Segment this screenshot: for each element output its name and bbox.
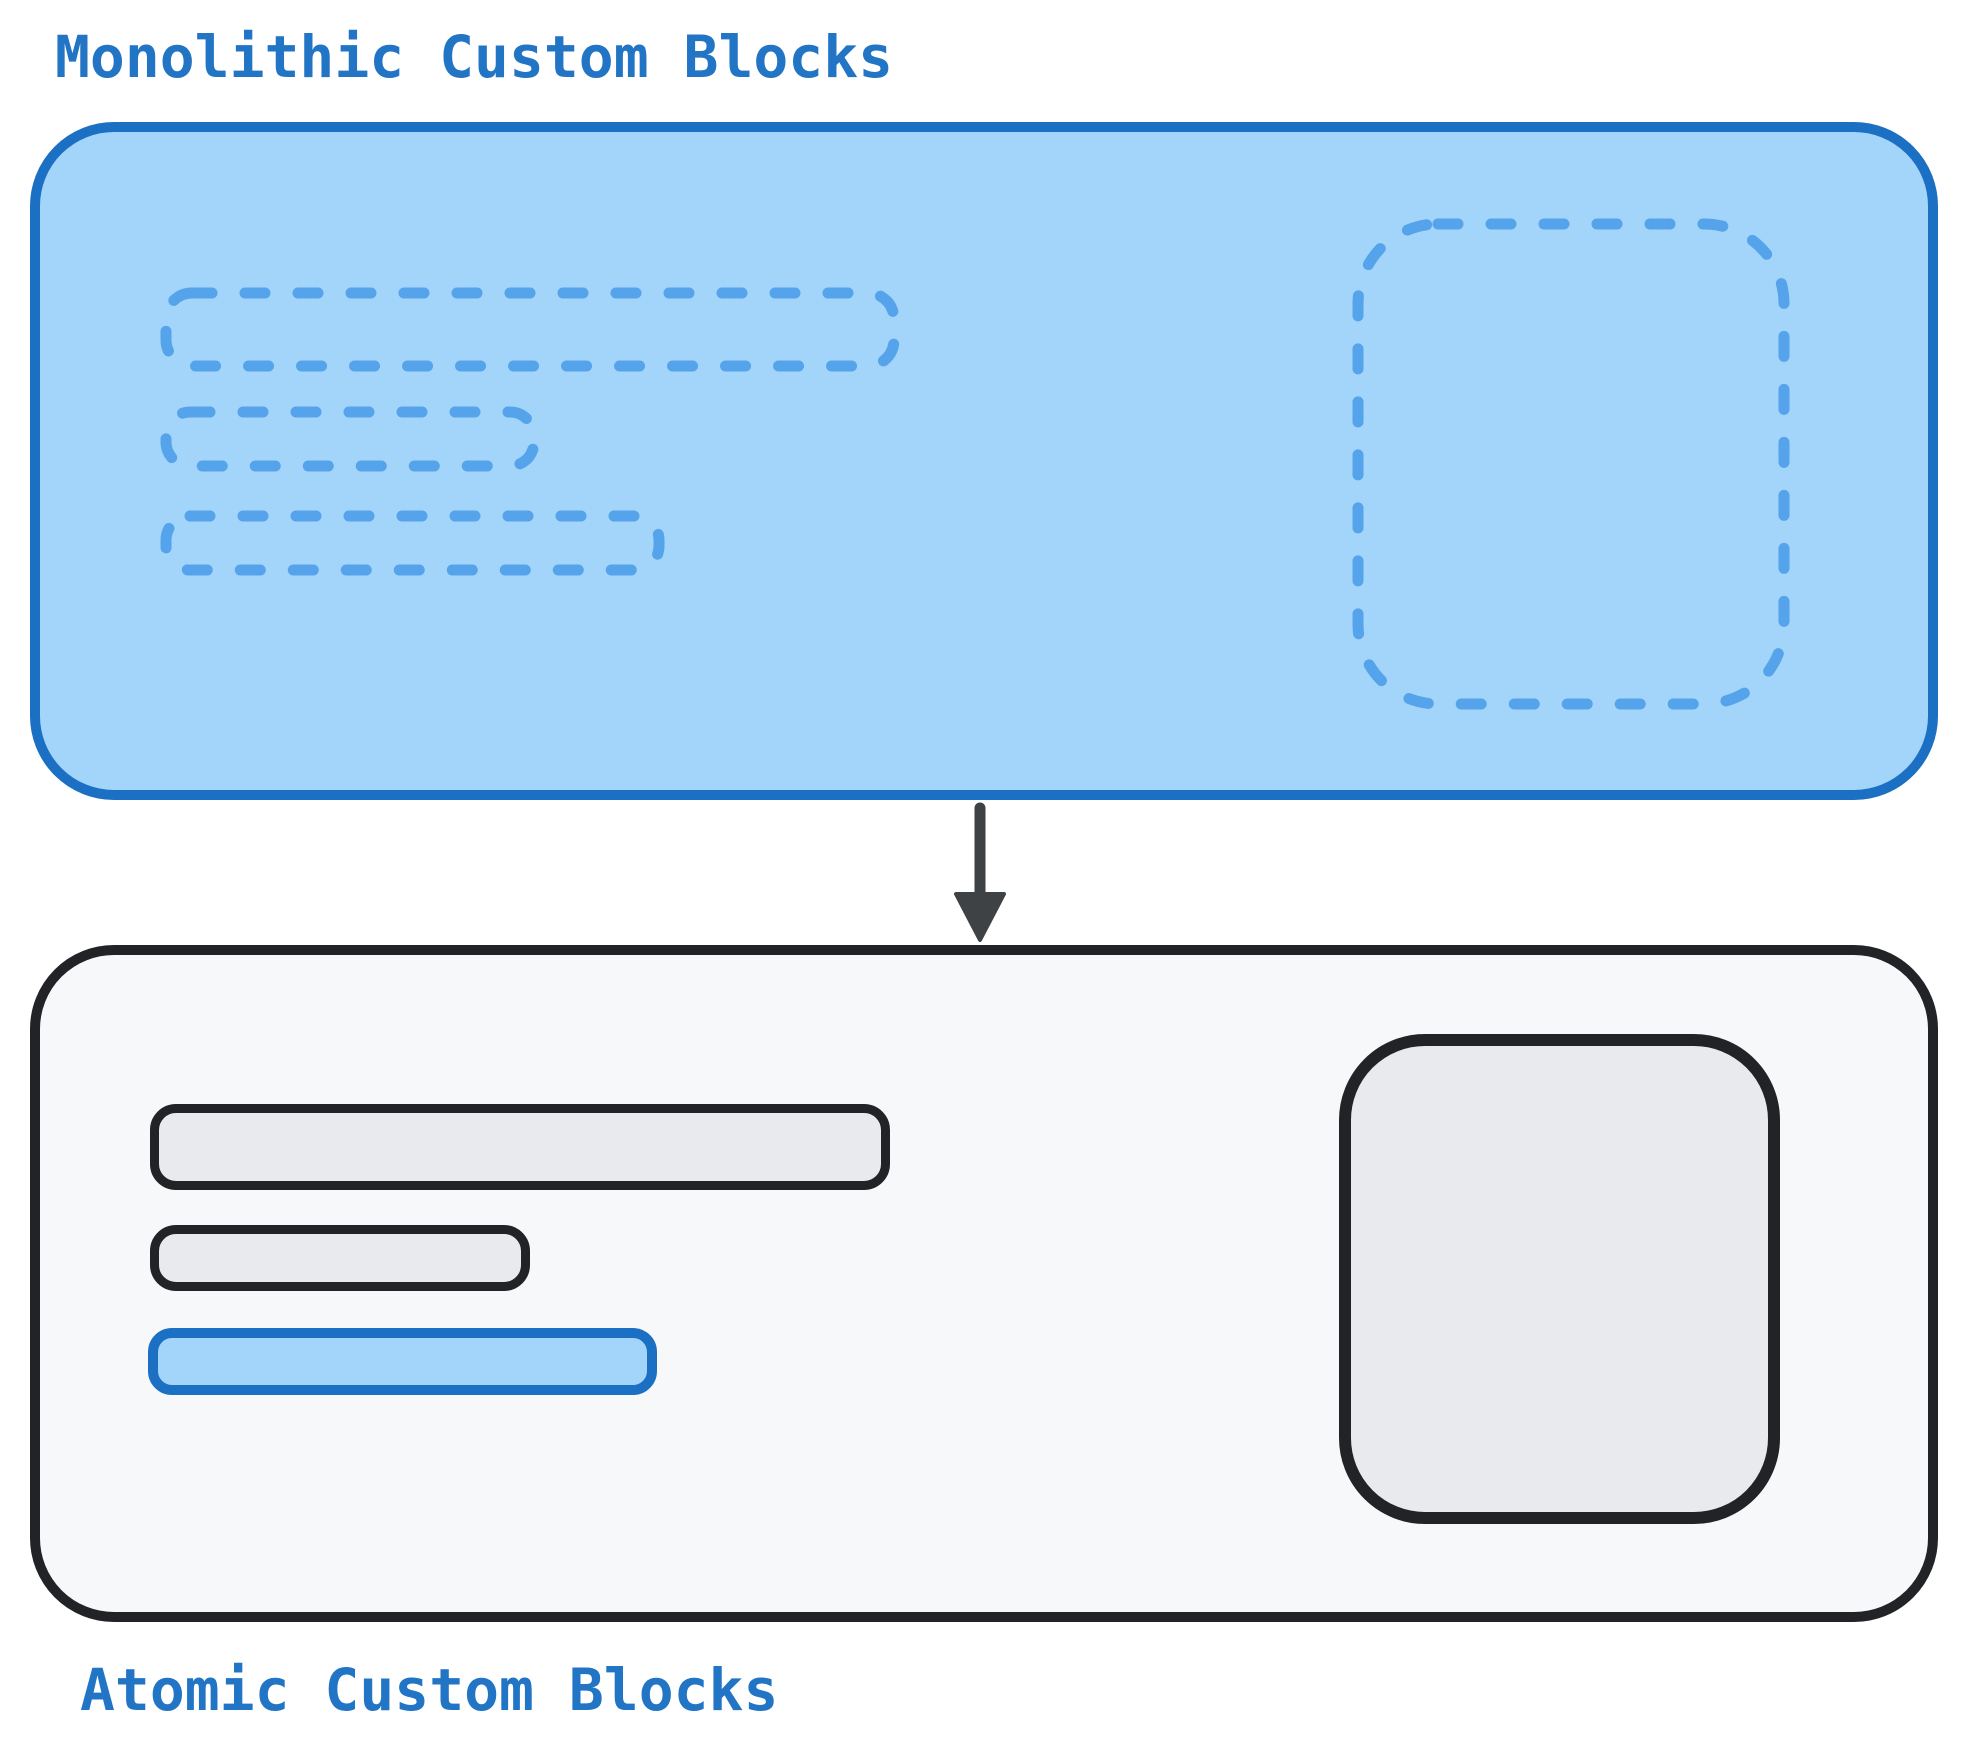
atomic-bar-highlighted [148,1328,657,1395]
dashed-placeholder-bar-short [160,406,540,472]
atomic-bar-long [150,1104,890,1190]
monolithic-block-container [30,122,1938,800]
dashed-placeholder-bar-medium [160,510,665,576]
monolithic-section-title: Monolithic Custom Blocks [55,23,894,91]
atomic-bar-short [150,1225,530,1291]
dashed-placeholder-square [1352,218,1790,710]
atomic-square [1339,1034,1780,1524]
atomic-block-container [30,945,1938,1622]
down-arrow-icon [954,802,1006,942]
dashed-placeholder-bar-long [160,287,900,372]
atomic-section-title: Atomic Custom Blocks [80,1656,779,1724]
